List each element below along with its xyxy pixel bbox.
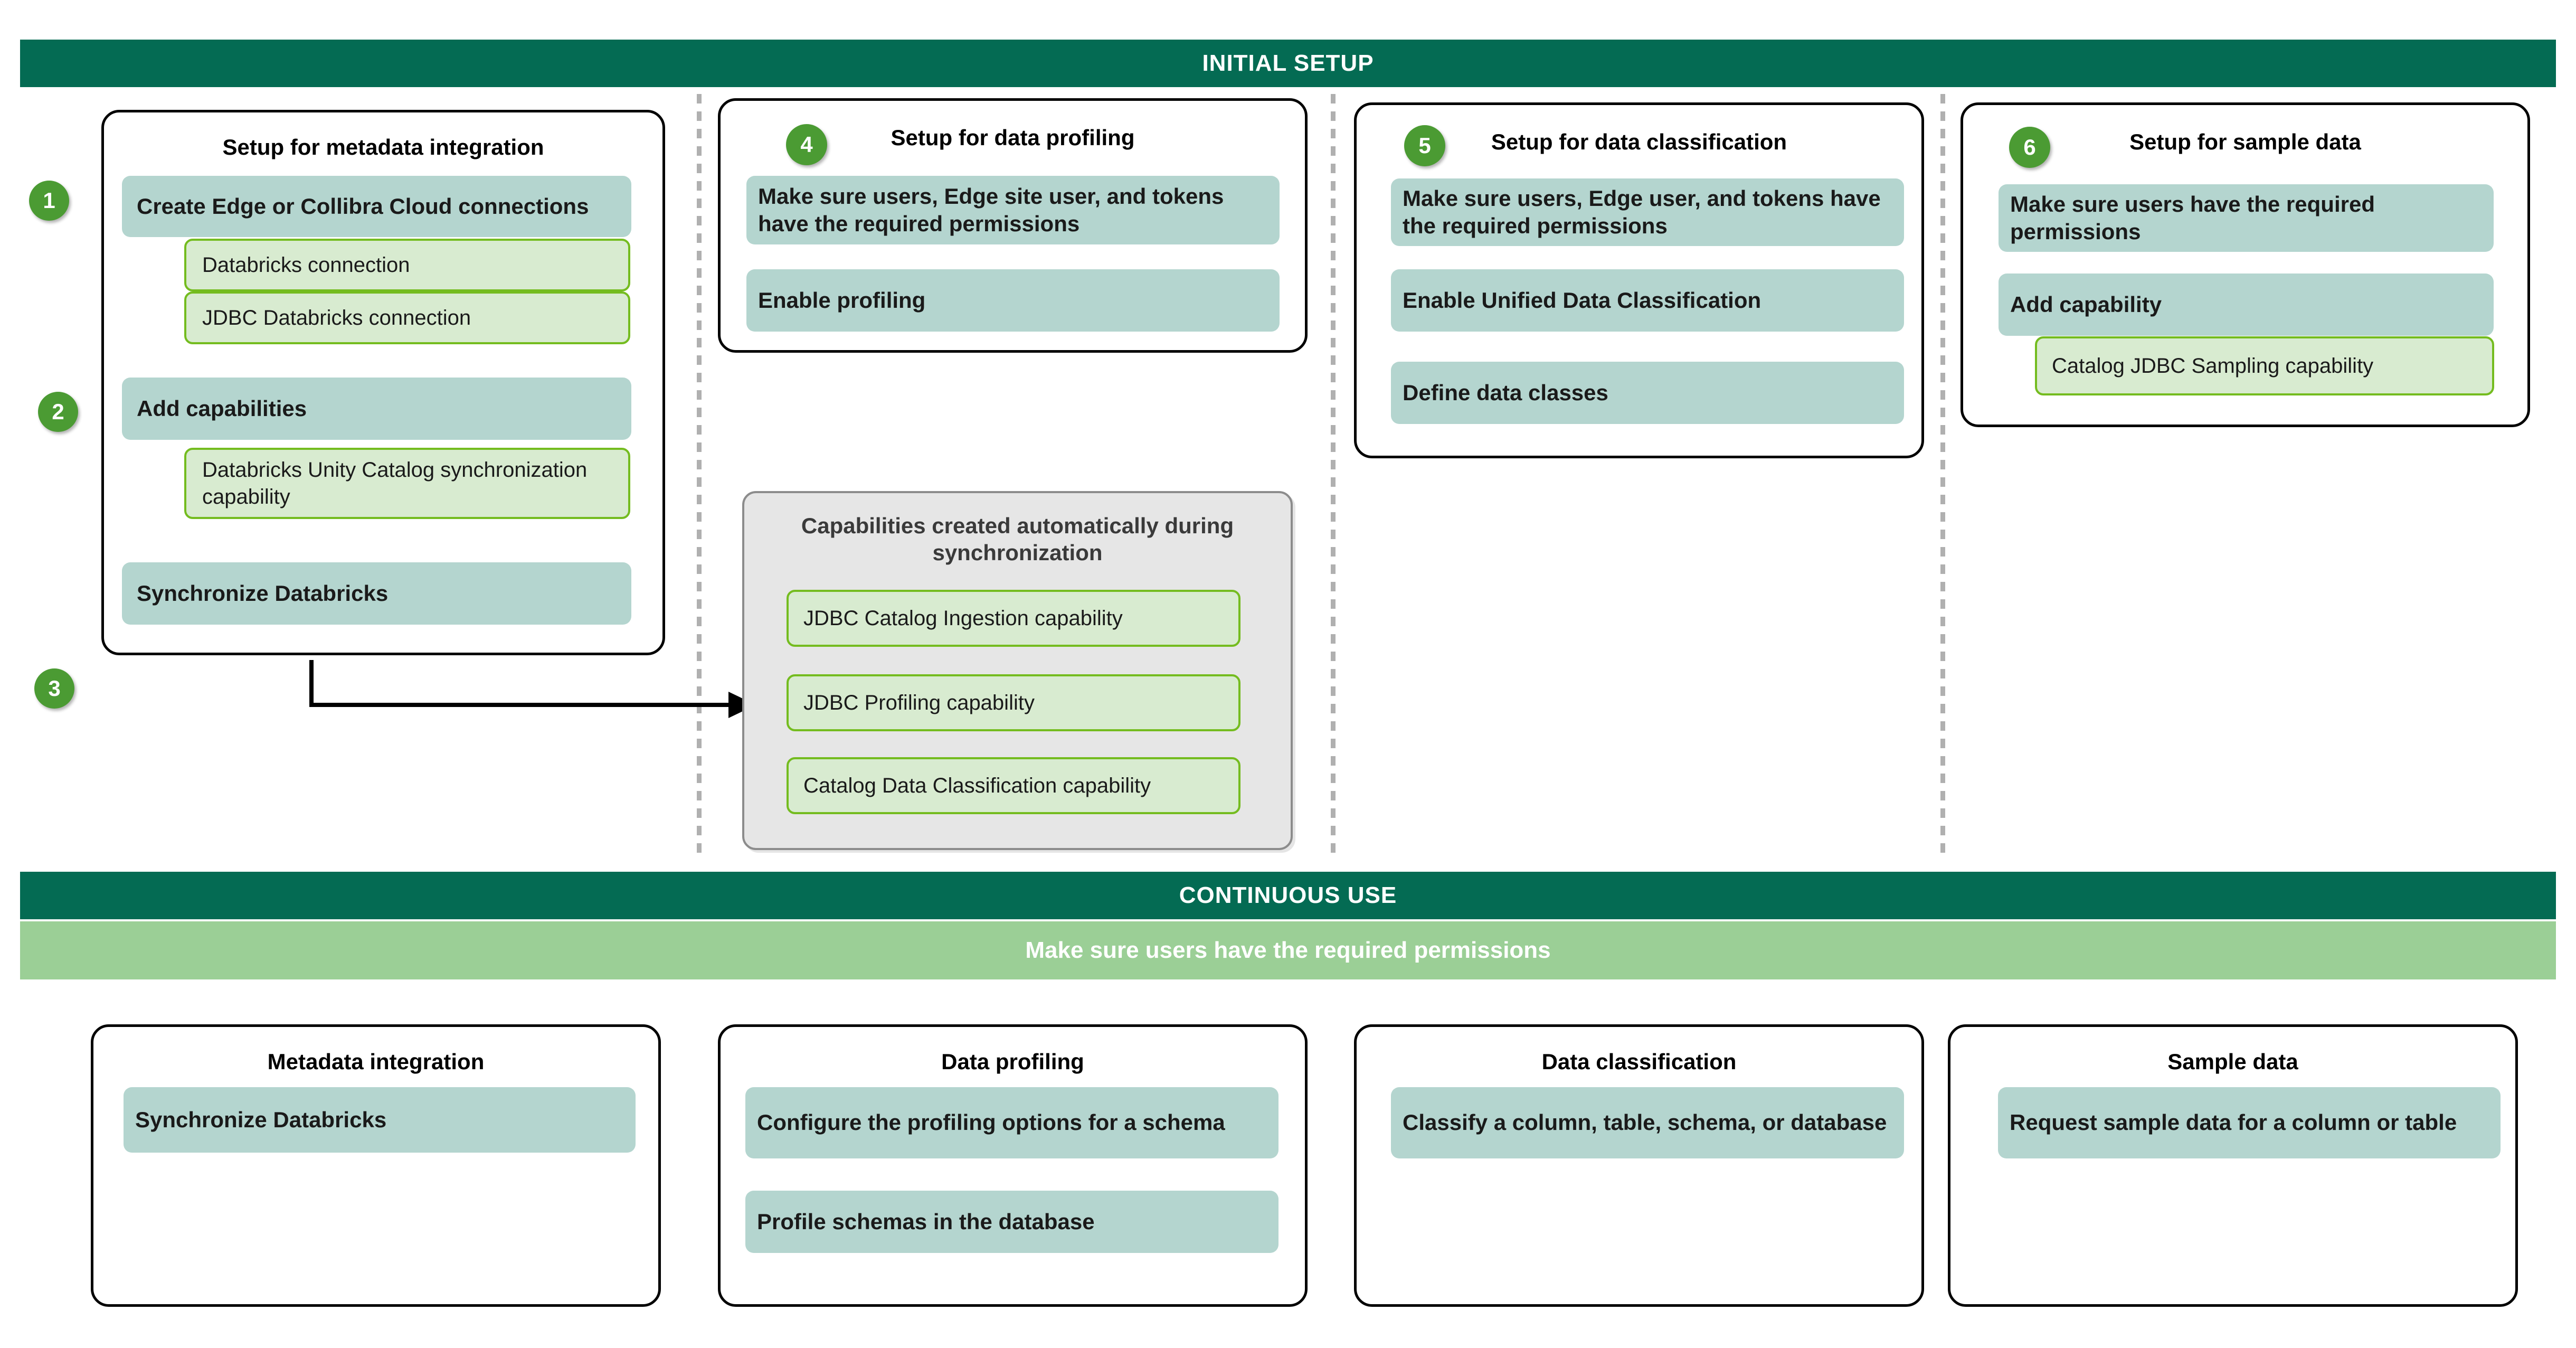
auto-capability-jdbc-catalog-ingestion-label: JDBC Catalog Ingestion capability <box>803 606 1123 630</box>
continuous-step-configure-profiling-options-label: Configure the profiling options for a sc… <box>757 1110 1225 1135</box>
step-add-capabilities: Add capabilities <box>122 378 631 440</box>
step-enable-profiling: Enable profiling <box>746 269 1280 332</box>
step-create-connections: Create Edge or Collibra Cloud connection… <box>122 176 631 237</box>
connector-arrow-sync-to-capabilities <box>309 660 750 718</box>
continuous-step-profile-schemas-label: Profile schemas in the database <box>757 1209 1095 1234</box>
auto-capability-catalog-data-classification: Catalog Data Classification capability <box>787 757 1240 814</box>
step-badge-1-label: 1 <box>43 188 55 213</box>
substep-unity-catalog-sync-capability-label: Databricks Unity Catalog synchronization… <box>202 458 588 508</box>
step-badge-5: 5 <box>1404 125 1445 166</box>
step-define-data-classes: Define data classes <box>1391 362 1904 424</box>
step-badge-2: 2 <box>38 392 78 432</box>
step-badge-6-label: 6 <box>2023 135 2036 159</box>
step-badge-5-label: 5 <box>1418 133 1431 158</box>
auto-capability-catalog-data-classification-label: Catalog Data Classification capability <box>803 774 1151 797</box>
step-badge-6: 6 <box>2009 127 2050 168</box>
continuous-use-banner-label: CONTINUOUS USE <box>1179 882 1397 908</box>
continuous-step-classify-object: Classify a column, table, schema, or dat… <box>1391 1087 1904 1158</box>
substep-jdbc-databricks-connection-label: JDBC Databricks connection <box>202 306 471 329</box>
continuous-step-classify-object-label: Classify a column, table, schema, or dat… <box>1403 1110 1887 1135</box>
step-badge-2-label: 2 <box>52 399 64 424</box>
auto-capability-jdbc-catalog-ingestion: JDBC Catalog Ingestion capability <box>787 590 1240 647</box>
step-badge-4-label: 4 <box>800 132 813 157</box>
substep-databricks-connection-label: Databricks connection <box>202 253 410 277</box>
panel-continuous-data-classification: Data classification <box>1354 1024 1924 1307</box>
substep-jdbc-databricks-connection: JDBC Databricks connection <box>184 291 630 344</box>
step-classification-permissions: Make sure users, Edge user, and tokens h… <box>1391 178 1904 246</box>
step-synchronize-databricks: Synchronize Databricks <box>122 562 631 625</box>
continuous-step-profile-schemas: Profile schemas in the database <box>745 1191 1278 1253</box>
step-sample-data-permissions-label: Make sure users have the required permis… <box>2010 191 2375 244</box>
step-profiling-permissions: Make sure users, Edge site user, and tok… <box>746 176 1280 244</box>
continuous-step-synchronize-databricks-label: Synchronize Databricks <box>135 1107 387 1132</box>
step-classification-permissions-label: Make sure users, Edge user, and tokens h… <box>1403 185 1881 239</box>
substep-catalog-jdbc-sampling-capability-label: Catalog JDBC Sampling capability <box>2052 354 2374 378</box>
continuous-step-configure-profiling-options: Configure the profiling options for a sc… <box>745 1087 1278 1158</box>
panel-setup-sample-data-title: Setup for sample data <box>2129 129 2361 154</box>
panel-continuous-data-profiling-title: Data profiling <box>941 1049 1084 1074</box>
panel-continuous-data-classification-title: Data classification <box>1541 1049 1737 1074</box>
step-add-capability: Add capability <box>1999 274 2494 336</box>
step-enable-unified-data-classification-label: Enable Unified Data Classification <box>1403 288 1761 313</box>
step-sample-data-permissions: Make sure users have the required permis… <box>1999 184 2494 252</box>
substep-catalog-jdbc-sampling-capability: Catalog JDBC Sampling capability <box>2035 336 2494 395</box>
step-badge-3: 3 <box>34 668 74 709</box>
column-separator-2 <box>1331 94 1336 853</box>
step-badge-3-label: 3 <box>48 676 61 701</box>
panel-continuous-metadata-integration-title: Metadata integration <box>267 1049 485 1074</box>
continuous-step-synchronize-databricks: Synchronize Databricks <box>124 1087 636 1153</box>
step-badge-1: 1 <box>29 181 69 221</box>
column-separator-1 <box>697 94 702 853</box>
step-add-capabilities-label: Add capabilities <box>137 396 307 421</box>
panel-continuous-sample-data-title: Sample data <box>2167 1049 2298 1074</box>
step-enable-unified-data-classification: Enable Unified Data Classification <box>1391 269 1904 332</box>
panel-continuous-sample-data: Sample data <box>1948 1024 2518 1307</box>
continuous-use-note-label: Make sure users have the required permis… <box>1025 937 1551 963</box>
step-create-connections-label: Create Edge or Collibra Cloud connection… <box>137 193 589 219</box>
panel-setup-data-profiling-title: Setup for data profiling <box>891 125 1135 150</box>
auto-capability-jdbc-profiling: JDBC Profiling capability <box>787 674 1240 731</box>
continuous-use-banner: CONTINUOUS USE <box>20 872 2556 919</box>
panel-setup-metadata-integration-title: Setup for metadata integration <box>222 135 544 159</box>
step-add-capability-label: Add capability <box>2010 292 2162 317</box>
continuous-use-note-banner: Make sure users have the required permis… <box>20 921 2556 979</box>
panel-auto-created-capabilities-title: Capabilities created automatically durin… <box>801 513 1234 565</box>
step-define-data-classes-label: Define data classes <box>1403 380 1608 405</box>
step-badge-4: 4 <box>786 124 827 165</box>
initial-setup-banner-label: INITIAL SETUP <box>1202 50 1374 76</box>
continuous-step-request-sample-data: Request sample data for a column or tabl… <box>1998 1087 2501 1158</box>
substep-databricks-connection: Databricks connection <box>184 239 630 291</box>
step-synchronize-databricks-label: Synchronize Databricks <box>137 581 389 606</box>
column-separator-3 <box>1940 94 1945 853</box>
panel-continuous-data-profiling: Data profiling <box>718 1024 1308 1307</box>
substep-unity-catalog-sync-capability: Databricks Unity Catalog synchronization… <box>184 448 630 519</box>
continuous-step-request-sample-data-label: Request sample data for a column or tabl… <box>2010 1110 2457 1135</box>
step-profiling-permissions-label: Make sure users, Edge site user, and tok… <box>758 183 1224 237</box>
auto-capability-jdbc-profiling-label: JDBC Profiling capability <box>803 691 1035 714</box>
initial-setup-banner: INITIAL SETUP <box>20 40 2556 87</box>
panel-setup-data-classification-title: Setup for data classification <box>1491 129 1787 154</box>
panel-continuous-metadata-integration: Metadata integration <box>91 1024 661 1307</box>
step-enable-profiling-label: Enable profiling <box>758 288 926 313</box>
